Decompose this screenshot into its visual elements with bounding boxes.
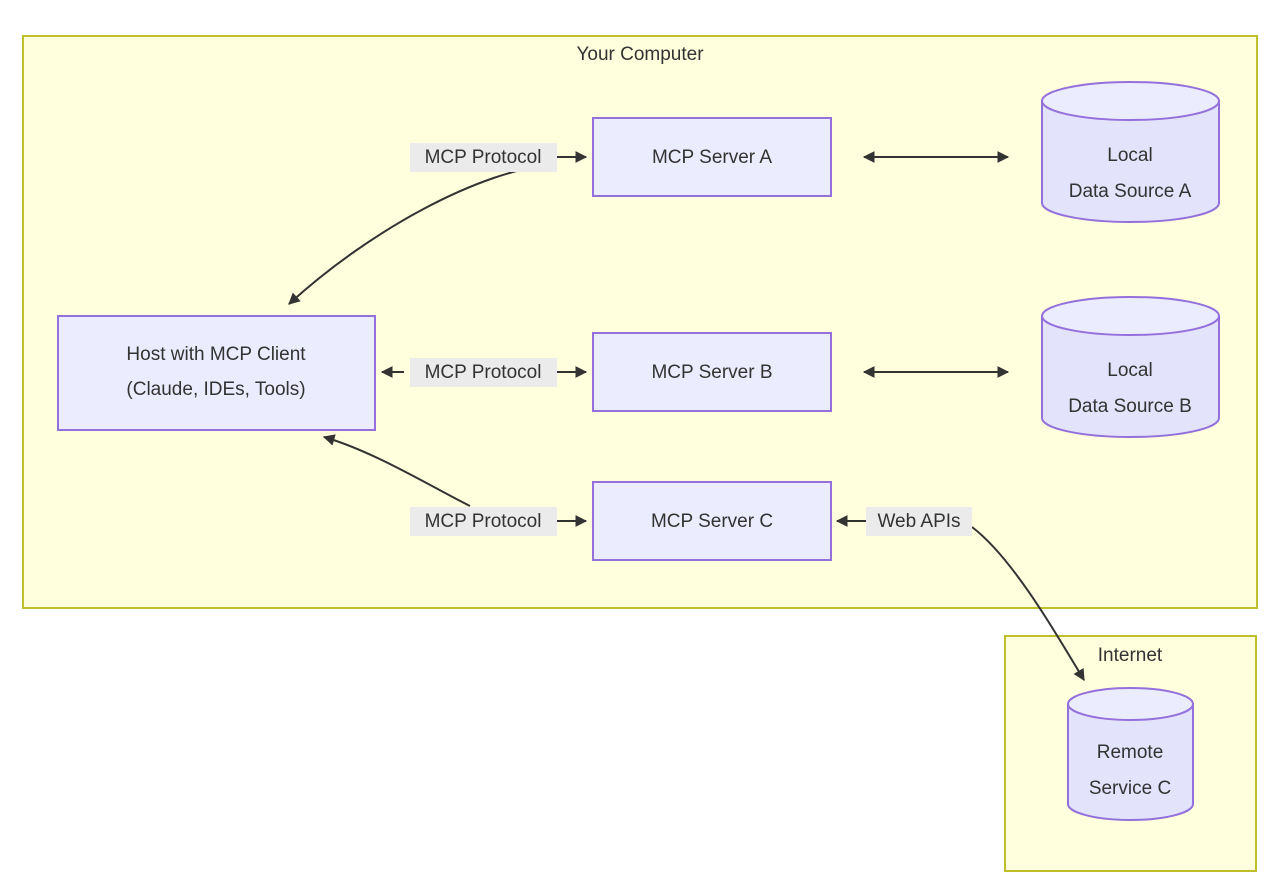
node-data-a-label-line1: Local <box>1107 145 1152 166</box>
group-internet-title: Internet <box>1098 645 1163 666</box>
edge-host-server-a: MCP Protocol <box>288 143 588 305</box>
node-server-b-box[interactable] <box>592 332 832 412</box>
node-data-a-body[interactable] <box>1041 100 1220 223</box>
node-server-c[interactable]: MCP Server C <box>592 481 832 561</box>
node-host[interactable]: Host with MCP Client (Claude, IDEs, Tool… <box>57 315 376 431</box>
edge-server-c-remote-c: Web APIs <box>835 507 1085 682</box>
node-remote-c-top[interactable] <box>1067 687 1194 721</box>
group-your-computer-title: Your Computer <box>576 44 704 65</box>
node-remote-c-body[interactable] <box>1067 703 1194 821</box>
node-data-b[interactable]: Local Data Source B <box>1041 296 1220 438</box>
node-host-label-line1: Host with MCP Client <box>126 344 306 365</box>
node-data-b-top[interactable] <box>1041 296 1220 336</box>
node-data-a[interactable]: Local Data Source A <box>1041 81 1220 223</box>
node-data-b-label-line2: Data Source B <box>1068 396 1192 417</box>
edge-host-server-b-label: MCP Protocol <box>425 362 542 383</box>
edge-host-server-a-label-bg <box>410 143 557 172</box>
edge-host-server-c-curve <box>322 434 471 507</box>
edge-host-server-c-label-bg <box>410 507 557 536</box>
node-host-box[interactable] <box>57 315 376 431</box>
node-server-a[interactable]: MCP Server A <box>592 117 832 197</box>
node-server-b[interactable]: MCP Server B <box>592 332 832 412</box>
node-server-c-label: MCP Server C <box>651 511 773 532</box>
node-data-a-top[interactable] <box>1041 81 1220 121</box>
node-server-b-label: MCP Server B <box>651 362 772 383</box>
node-remote-c[interactable]: Remote Service C <box>1067 687 1194 821</box>
node-server-a-box[interactable] <box>592 117 832 197</box>
edge-server-c-remote-c-curve <box>971 526 1085 682</box>
node-server-a-label: MCP Server A <box>652 147 772 168</box>
node-data-b-body[interactable] <box>1041 315 1220 438</box>
edge-server-c-remote-c-label: Web APIs <box>877 511 960 532</box>
edge-host-server-c: MCP Protocol <box>322 434 588 536</box>
node-server-c-box[interactable] <box>592 481 832 561</box>
edge-host-server-b: MCP Protocol <box>380 358 588 387</box>
node-host-label-line2: (Claude, IDEs, Tools) <box>126 379 305 400</box>
edge-host-server-c-label: MCP Protocol <box>425 511 542 532</box>
node-data-a-label-line2: Data Source A <box>1069 181 1192 202</box>
edge-host-server-a-label: MCP Protocol <box>425 147 542 168</box>
edge-server-c-remote-c-label-bg <box>866 507 972 536</box>
edge-host-server-b-label-bg <box>410 358 557 387</box>
node-remote-c-label-line2: Service C <box>1089 778 1171 799</box>
group-internet-box <box>1004 635 1257 872</box>
node-remote-c-label-line1: Remote <box>1097 742 1164 763</box>
node-data-b-label-line1: Local <box>1107 360 1152 381</box>
group-internet: Internet <box>1004 635 1257 872</box>
